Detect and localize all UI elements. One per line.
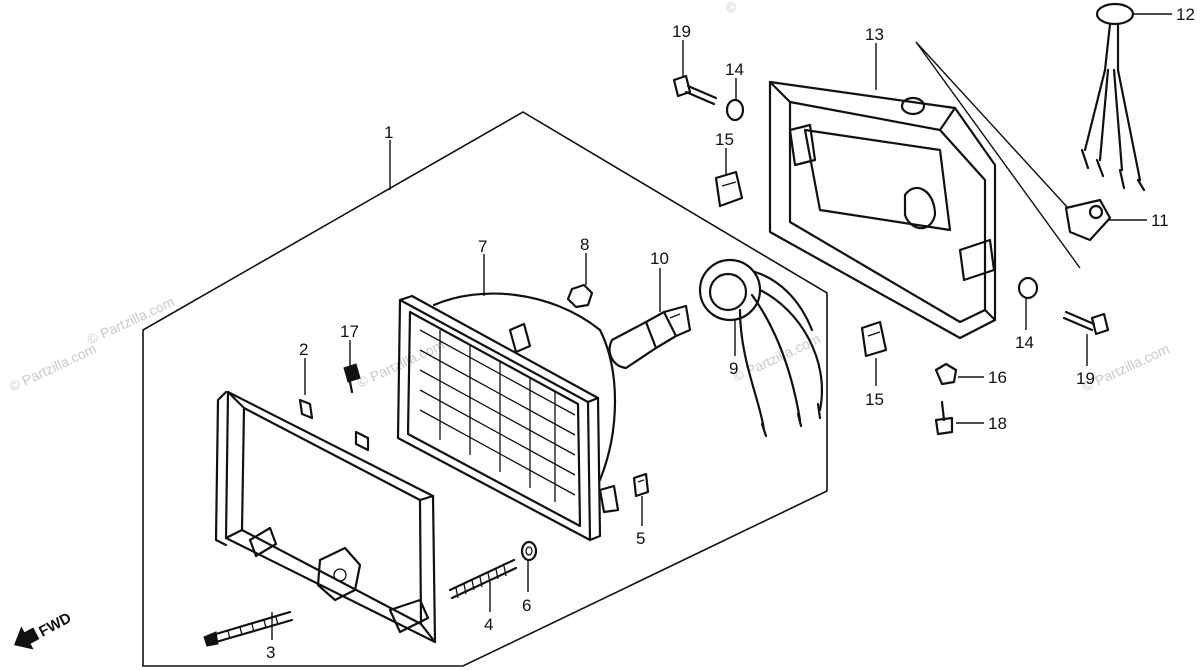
callout-label: 5	[636, 529, 645, 548]
callout-label: 11	[1151, 211, 1169, 230]
hex-nut	[566, 283, 594, 309]
callout-label: 15	[865, 390, 884, 409]
flange-nut	[934, 362, 958, 386]
headlight-case	[768, 80, 997, 340]
callout-label: 15	[715, 130, 734, 149]
callout-label: 12	[1176, 5, 1195, 24]
assembly-boundary-outline	[142, 111, 828, 667]
wire-harness	[1080, 2, 1146, 192]
callout-label: 9	[729, 359, 738, 378]
callout-label: 19	[1076, 369, 1095, 388]
spring-clip	[632, 472, 650, 498]
callout-label: 8	[580, 235, 589, 254]
watermark-layer: © Partzilla.com © Partzilla.com © Partzi…	[7, 0, 1172, 395]
callout-label: 16	[988, 368, 1007, 387]
callout-label: 14	[725, 60, 744, 79]
callout-label: 1	[384, 123, 393, 142]
callout-labels: 1 2 3 4 5 6 7 8 9 10 11 12 13 14 14 15 1…	[266, 5, 1195, 662]
watermark-text: © Partzilla.com	[7, 340, 99, 394]
callout-label: 14	[1015, 333, 1034, 352]
callout-label: 6	[522, 596, 531, 615]
callout-label: 10	[650, 249, 669, 268]
mounting-screw	[203, 610, 294, 647]
callout-label: 19	[672, 22, 691, 41]
adjusting-spring	[448, 558, 518, 600]
forward-direction-indicator: FWD	[13, 609, 74, 650]
callout-label: 7	[478, 237, 487, 256]
callout-label: 2	[299, 340, 308, 359]
fwd-label: FWD	[36, 609, 74, 640]
bolt-lower	[1062, 310, 1110, 336]
headlight-unit	[396, 292, 620, 542]
bulb-socket	[698, 258, 823, 438]
headlight-rim	[214, 390, 437, 644]
bolt-upper	[672, 74, 718, 106]
watermark-text: © Partzilla.com	[85, 293, 177, 347]
headlight-bulb	[608, 304, 692, 370]
callout-label: 18	[988, 414, 1007, 433]
rubber-grommet-upper	[725, 98, 745, 122]
adjusting-screw	[934, 400, 954, 436]
watermark-copyright: ©	[726, 0, 737, 15]
washer-nut	[520, 540, 538, 562]
callout-label: 17	[340, 322, 359, 341]
small-screw	[343, 363, 361, 394]
rubber-grommet-lower	[1017, 276, 1039, 300]
clip-nut-lower	[860, 320, 888, 358]
leader-lines	[271, 13, 1172, 640]
socket-connector	[1064, 198, 1112, 242]
callout-label: 4	[484, 615, 493, 634]
callout-label: 3	[266, 643, 275, 662]
clip-nut-upper	[714, 170, 744, 208]
callout-label: 13	[865, 25, 884, 44]
watermark-text: © Partzilla.com	[355, 336, 447, 390]
